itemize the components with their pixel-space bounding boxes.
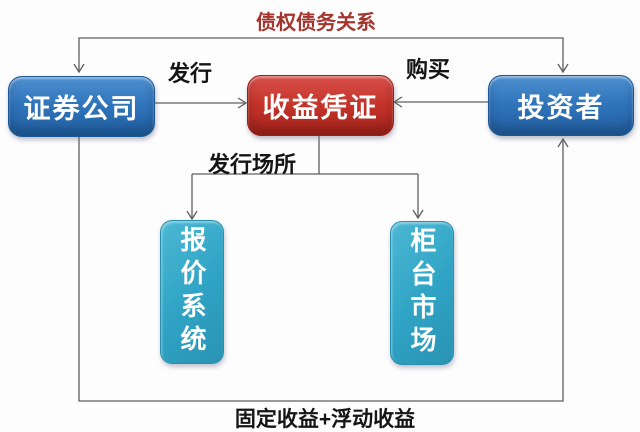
arrow-down-icon bbox=[412, 209, 424, 220]
edge-venue-branch-line bbox=[191, 134, 419, 219]
node-investor[interactable]: 投资者 bbox=[488, 75, 634, 136]
arrow-down-icon bbox=[186, 210, 198, 221]
arrow-right-icon bbox=[237, 97, 248, 109]
edge-label-issue: 发行 bbox=[167, 61, 213, 86]
edge-label-purchase: 购买 bbox=[405, 57, 451, 82]
arrow-down-icon bbox=[73, 63, 85, 74]
node-securities-company[interactable]: 证券公司 bbox=[8, 76, 155, 137]
node-quotation-system[interactable]: 报价系统 bbox=[160, 220, 224, 364]
arrow-left-icon bbox=[392, 96, 403, 108]
node-income-certificate[interactable]: 收益凭证 bbox=[247, 75, 394, 136]
edge-label-issuance-venue: 发行场所 bbox=[207, 152, 297, 177]
edge-creditor-debtor-line bbox=[78, 37, 564, 72]
edge-label-fixed-floating-return: 固定收益+浮动收益 bbox=[234, 408, 416, 431]
arrow-up-icon bbox=[557, 137, 569, 148]
edge-return-line bbox=[78, 135, 564, 402]
diagram-title: 债权债务关系 bbox=[256, 12, 376, 34]
node-otc-market[interactable]: 柜台市场 bbox=[390, 221, 454, 365]
arrow-down-icon bbox=[557, 63, 569, 74]
